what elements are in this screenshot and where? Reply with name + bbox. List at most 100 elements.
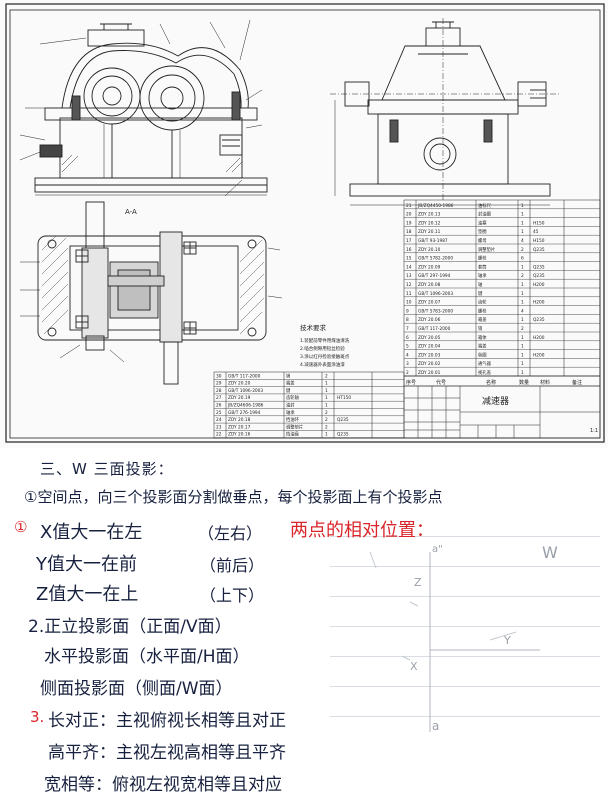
section-label: A-A [125,208,137,216]
bom-cell-no: 29 [216,381,222,387]
bom-cell-code: ZDY 20.08 [418,282,441,288]
bom-cell-qty: 1 [521,212,524,218]
bom-cell-code: GB/T 5782-2000 [418,256,453,262]
bom-cell-name: 套筒 [478,263,487,270]
bom-cell-code: GB/T 93-1987 [418,238,448,244]
bom-cell-code: ZDY 20.10 [418,247,441,253]
bom-cell-no: 6 [406,335,409,341]
bom-cell-code: ZDY 20.05 [418,335,441,341]
bom-cell-name: 轴承 [478,272,487,279]
tech-req-line-4: 4.减速器外表面涂油漆 [300,361,345,368]
bom-cell-no: 2 [406,370,409,376]
tech-req-line-1: 1.装配前零件用煤油清洗 [300,337,350,344]
bom-cell-qty: 1 [521,229,524,235]
bom-cell-mat: Q235 [533,247,545,253]
bom-cell-name: 销 [478,325,483,332]
bom-cell-code: GB/T 1096-2003 [418,291,453,297]
bom-header-qty: 数量 [519,379,529,386]
bom-cell-no: 11 [406,291,412,297]
section-housing [37,235,267,341]
notes-line-7: 侧面投影面（侧面/W面） [40,679,233,699]
bom-cell-name: 通气器 [478,360,492,367]
bom-cell-code: ZDY 20.13 [418,212,441,218]
notes-line-10: 宽相等：俯视左视宽相等且对应 [44,775,282,795]
rule-line [330,656,600,657]
bom-cell-code: ZDY 20.04 [418,344,441,350]
bom-cell-code: GB/T 5783-2000 [418,308,453,314]
rule-line [330,566,600,567]
drawing-canvas: A-A [5,3,605,443]
bom-cell-no: 8 [406,317,409,323]
bom-cell-name: 齿轮 [478,299,487,306]
rule-line [330,626,600,627]
bom-cell-name: 油标尺 [478,202,492,209]
bom-cell-no: 27 [216,395,222,401]
bom-header-mat: 材料 [540,379,550,386]
bom-cell-mat: H200 [533,300,545,306]
bom-cell-qty: 4 [521,308,524,314]
bom-cell-no: 16 [406,247,412,253]
tech-req-title: 技术要求 [300,323,327,332]
title-block-scale: 1:1 [590,428,598,434]
bom-cell-code: GB/T 117-2000 [418,326,451,332]
bom-cell-name: 齿轮轴 [286,394,299,401]
bom-cell-no: 13 [406,273,412,279]
bom-cell-code: ZDY 20.03 [418,352,441,358]
side-base [349,183,551,197]
bom-cell-code: ZDY 20.20 [228,381,251,387]
notes-line-3: Y值大一在前 [36,554,137,575]
notes-line-3-paren: （前后） [200,556,265,575]
bom-cell-code: ZDY 20.02 [418,361,441,367]
bom-cell-name: 端盖 [286,380,295,387]
side-view [330,18,560,206]
bom-header: 序号 代号 名称 数量 材料 备注 [403,375,601,387]
bom-cell-name: 销 [286,372,291,379]
bom-cell-qty: 1 [521,317,524,323]
bom-cell-name: 封油圈 [478,211,491,218]
bom-cell-code: ZDY 20.01 [418,370,441,376]
front-oil-gauge [219,134,243,156]
bom-cell-code: GB/T 297-1994 [418,273,451,279]
sketch-label-a-top: a" [432,544,443,555]
bom-cell-no: 26 [216,403,222,409]
bom-cell-code: ZDY 20.17 [228,424,251,430]
bom-cell-mat: H200 [533,352,545,358]
bom-cell-code: JB/ZQ4606-1986 [227,403,264,409]
bom-cell-name: 螺栓 [478,307,487,314]
bom-cell-code: ZDY 20.07 [418,300,441,306]
bom-cell-mat: HT150 [337,395,351,401]
bom-cell-name: 螺母 [478,237,487,244]
section-output-shaft [163,341,179,385]
bom-cell-name: 箱盖 [478,316,487,323]
bom-cell-name: 键 [286,387,291,394]
front-oil-plug [39,144,63,158]
bom-cell-mat: H150 [533,238,545,244]
bom-cell-mat: Q235 [533,264,545,270]
bom-cell-qty: 4 [521,238,524,244]
notes-panel: 三、W 三面投影： ①空间点，向三个投影面分割做垂点，每个投影面上有个投影点 ①… [0,452,608,796]
bom-cell-no: 19 [406,220,412,226]
notes-marker-3: 3. [30,708,45,726]
bom-cell-no: 9 [406,308,409,314]
bom-cell-no: 18 [406,229,412,235]
bom-cell-qty: 2 [325,424,328,430]
front-view [19,19,268,197]
bom-cell-qty: 1 [521,203,524,209]
bom-cell-no: 23 [216,424,222,430]
front-inspection-cover [87,29,145,47]
bom-cell-qty: 1 [325,403,328,409]
bom-cell-name: 螺栓 [478,255,487,262]
notes-line-5: 2.正立投影面（正面/V面） [28,617,232,637]
assembly-drawing: A-A [5,3,605,443]
sketch-label-W: W [542,543,558,562]
bom-cell-qty: 6 [521,256,524,262]
bom-cell-mat: 45 [533,229,539,235]
sketch-label-a-bottom: a [432,719,439,733]
bom-header-no: 序号 [406,379,416,386]
sketch-label-X: X [410,660,418,673]
section-inner [69,245,239,331]
bom-cell-qty: 1 [521,335,524,341]
side-oil-hole [423,137,457,171]
front-cover [61,42,249,109]
drawing-inner-frame [9,9,601,439]
